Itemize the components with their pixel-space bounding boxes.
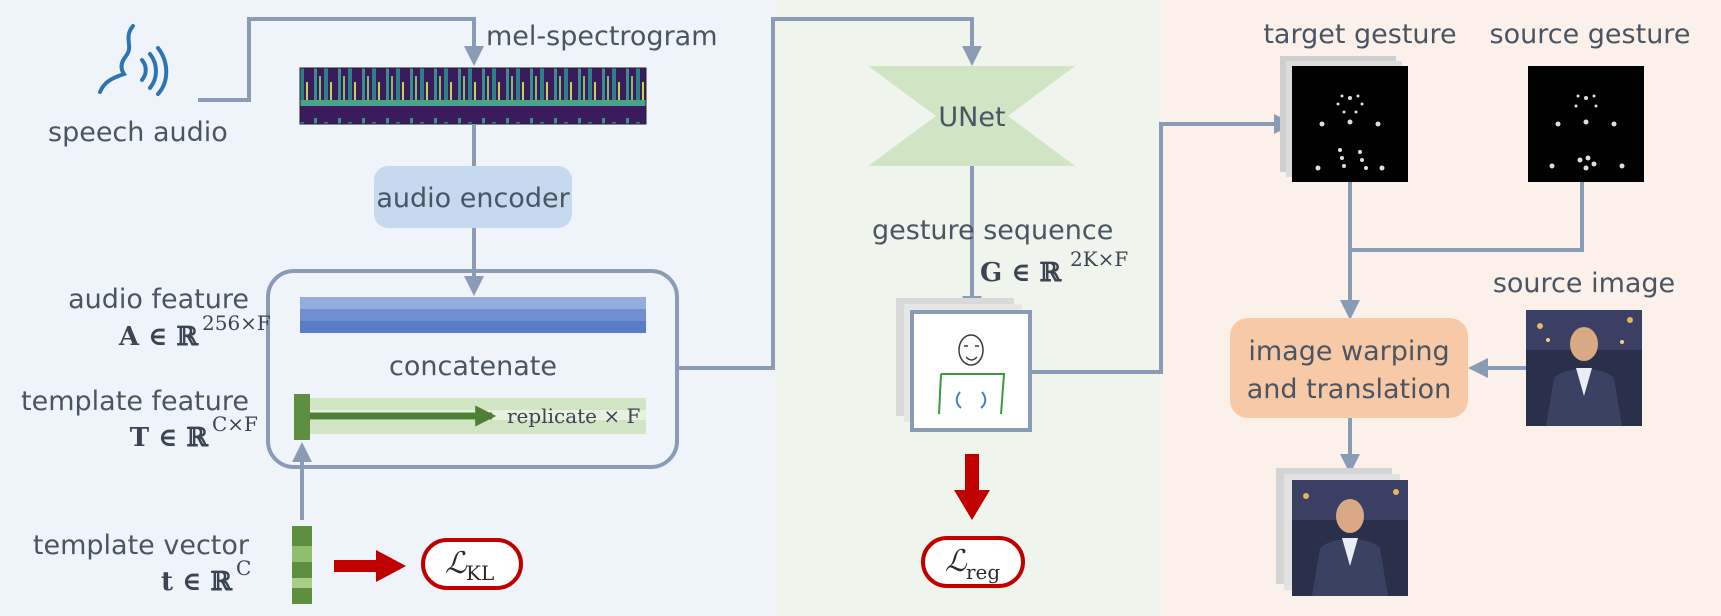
- source-image-label: source image: [1493, 268, 1675, 299]
- audio-feature-label: audio feature: [68, 284, 249, 315]
- mel-spectrogram-image: [299, 67, 647, 125]
- unet-label: UNet: [938, 102, 1005, 133]
- loss-kl-pill: [421, 538, 523, 590]
- warping-label-line1: image warping: [1248, 336, 1449, 367]
- gesture-math: G ∈ ℝ: [980, 258, 1063, 288]
- audio-encoder-box: [374, 166, 572, 228]
- template-feature-vector: [294, 394, 310, 440]
- replicate-label: replicate × F: [507, 404, 640, 428]
- speech-icon: [98, 24, 169, 96]
- red-arrowhead-kl: [376, 550, 406, 582]
- gesture-sequence-stack: [896, 298, 1032, 432]
- source-image: [1526, 310, 1642, 426]
- target-pose-points: [1315, 94, 1385, 171]
- mel-spectrogram-label: mel-spectrogram: [486, 21, 718, 52]
- red-arrowhead-reg: [954, 490, 990, 520]
- audio-feature-sup: 256×F: [202, 311, 271, 335]
- warping-label-line2: and translation: [1247, 374, 1452, 405]
- gesture-body-lines: [938, 373, 1006, 415]
- source-pose-points: [1549, 94, 1625, 171]
- loss-reg-pill: [921, 536, 1025, 588]
- template-vector-sup: C: [236, 556, 251, 580]
- loss-kl-symbol: ℒ: [445, 546, 468, 581]
- template-feature-sup: C×F: [212, 412, 258, 436]
- template-vector-label: template vector: [33, 530, 250, 561]
- gesture-skeleton-icon: [958, 334, 984, 366]
- arrow-concat-to-unet: [677, 17, 982, 370]
- warping-box: [1230, 318, 1468, 418]
- arrow-gesture-to-target: [1030, 114, 1294, 374]
- source-gesture-label: source gesture: [1490, 19, 1691, 50]
- speech-audio-label: speech audio: [48, 117, 228, 148]
- output-image-stack: [1276, 468, 1408, 596]
- template-feature-label: template feature: [21, 386, 249, 417]
- target-gesture-stack: [1280, 56, 1408, 182]
- merge-line: [1348, 182, 1584, 252]
- audio-encoder-label: audio encoder: [376, 183, 570, 214]
- template-feature-math: T ∈ ℝ: [130, 423, 210, 453]
- gesture-sup: 2K×F: [1070, 247, 1128, 271]
- arrow-speech-to-mel: [198, 17, 484, 102]
- concatenate-label: concatenate: [389, 351, 557, 382]
- template-vector: [292, 526, 312, 604]
- template-vector-math: t ∈ ℝ: [161, 567, 233, 597]
- loss-kl-sub: KL: [466, 561, 494, 585]
- audio-feature-blocks: [300, 297, 646, 333]
- gesture-sequence-label: gesture sequence: [872, 215, 1113, 246]
- loss-reg-sub: reg: [966, 560, 1000, 584]
- audio-feature-math: A ∈ ℝ: [118, 322, 200, 352]
- unet-shape: [868, 66, 1075, 166]
- target-gesture-label: target gesture: [1263, 19, 1456, 50]
- loss-reg-symbol: ℒ: [945, 544, 968, 579]
